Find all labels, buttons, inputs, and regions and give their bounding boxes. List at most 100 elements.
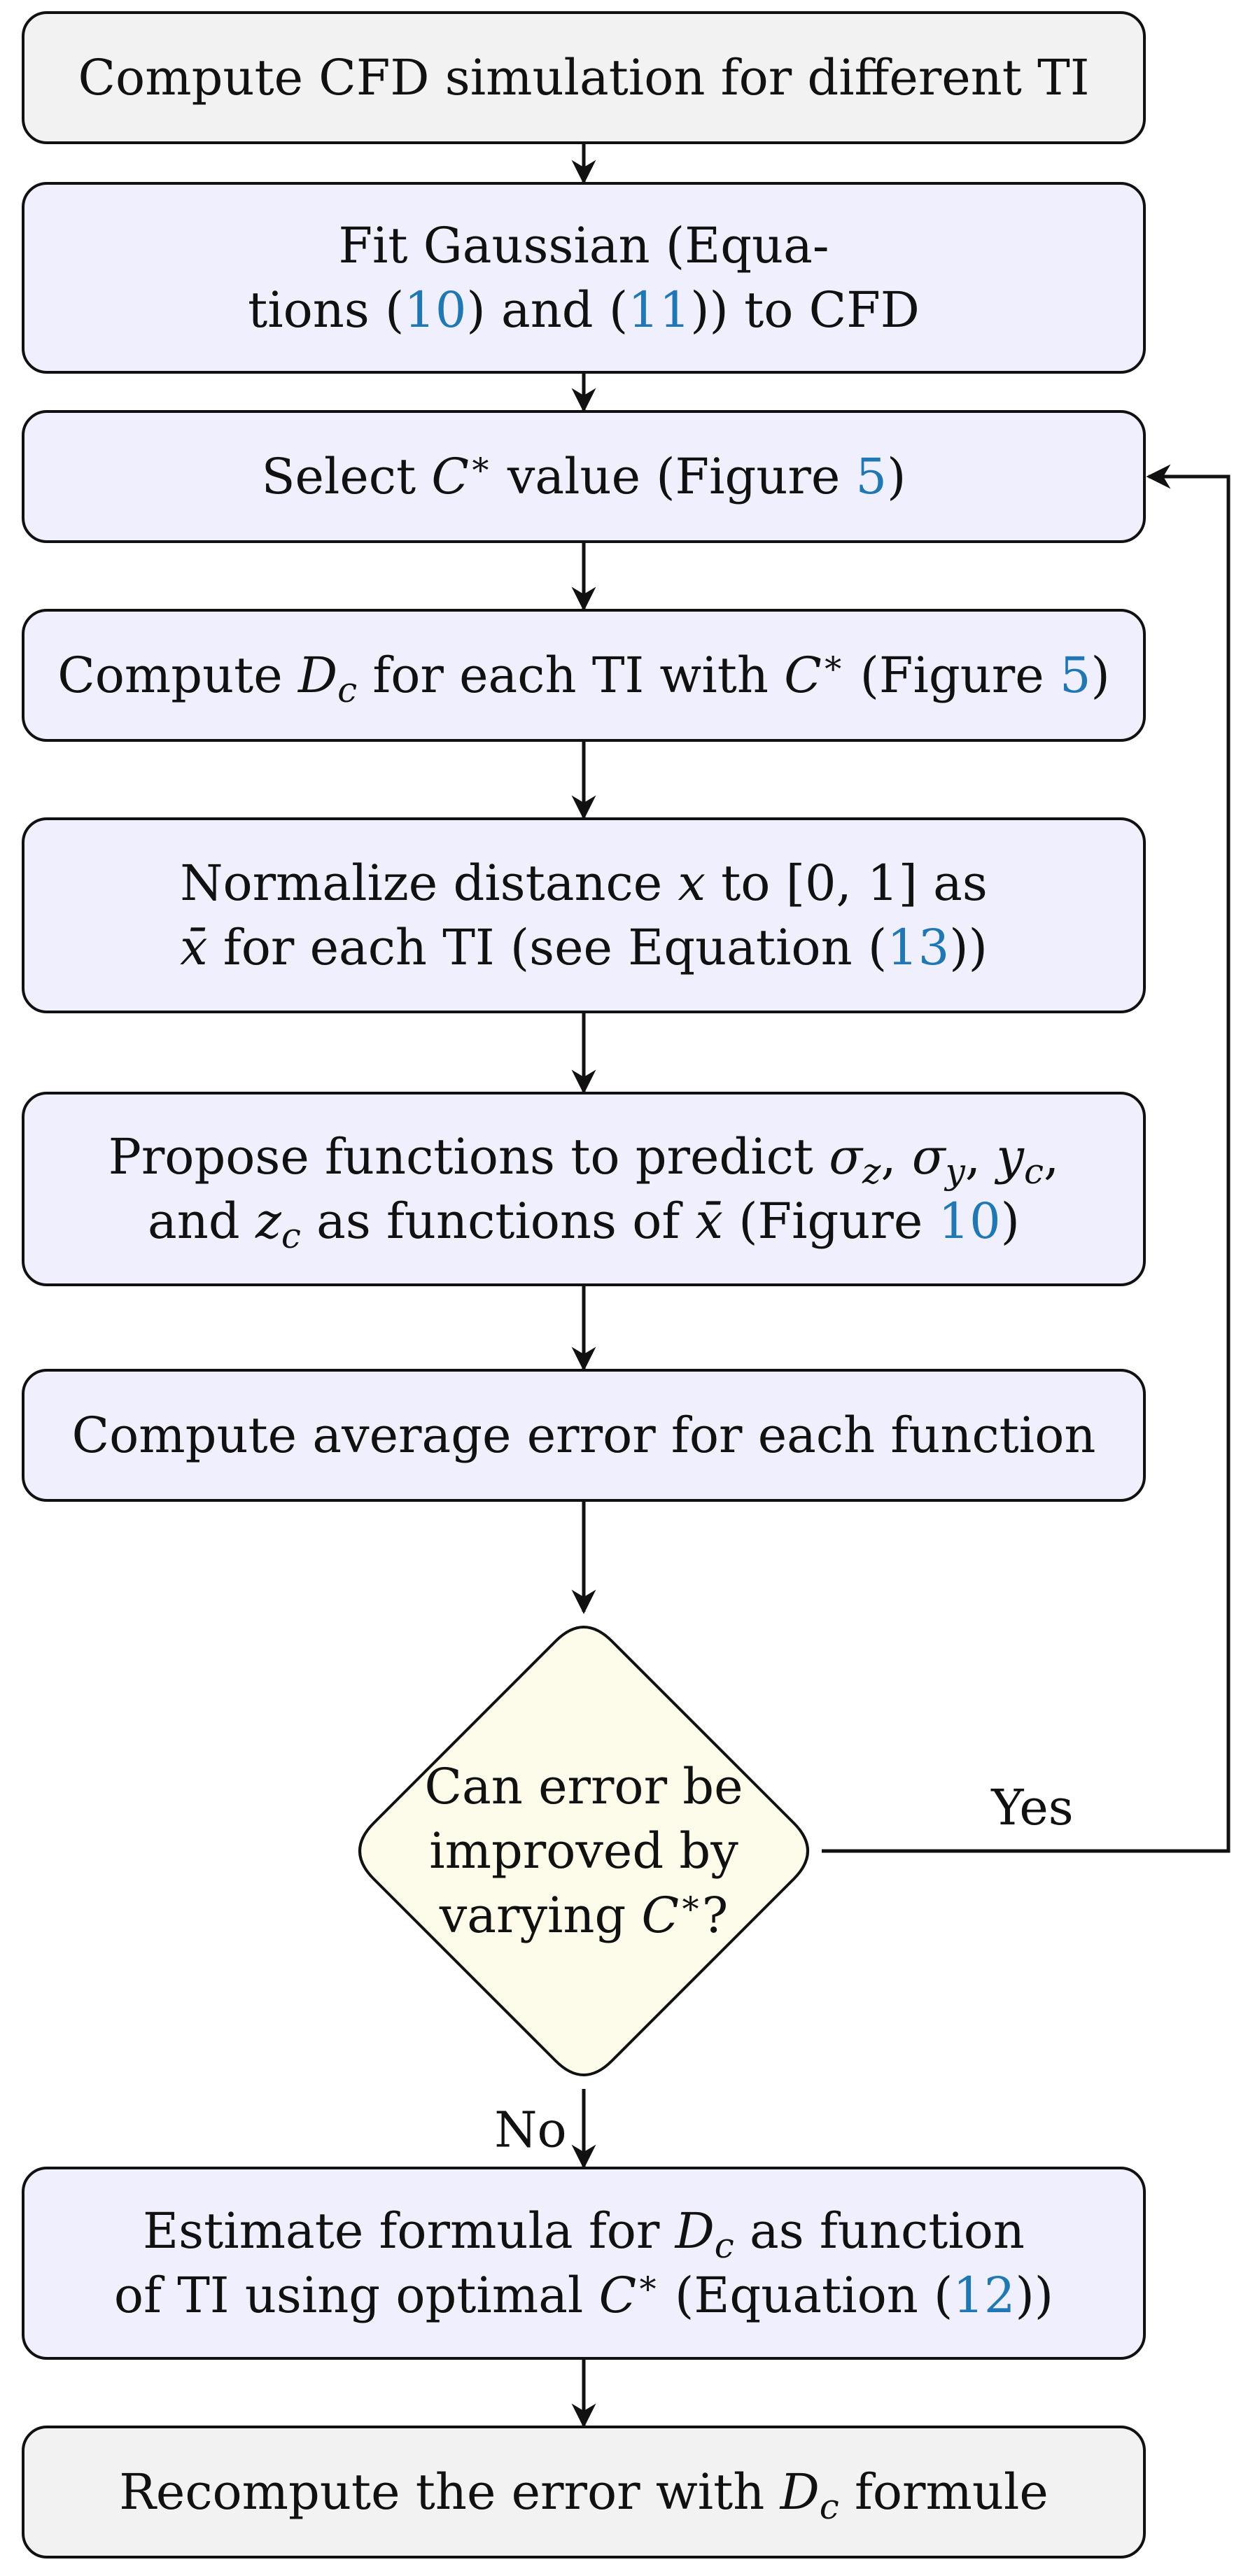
label-run: x̄ <box>696 1192 723 1250</box>
label-run: Can error be <box>424 1758 743 1815</box>
label-run: D <box>674 2202 715 2260</box>
node-label-line: Compute Dc for each TI with C∗ (Figure 5… <box>57 643 1110 710</box>
label-run: ) and ( <box>466 281 628 339</box>
node-label-line: Compute average error for each function <box>72 1407 1096 1464</box>
process-box <box>22 2167 1146 2360</box>
label-run: y <box>944 1151 966 1192</box>
label-run: c <box>820 2486 839 2527</box>
loop-arrow <box>822 464 1231 1853</box>
label-run: σ <box>912 1128 947 1185</box>
node-process-n3: Select C∗ value (Figure 5) <box>22 410 1146 543</box>
nodes: Compute CFD simulation for different TI F… <box>22 11 1146 2559</box>
node-terminal-n1: Compute CFD simulation for different TI <box>22 11 1146 144</box>
node-label-line: and zc as functions of x̄ (Figure 10) <box>148 1192 1020 1256</box>
node-label-line: Recompute the error with Dc formule <box>119 2463 1049 2527</box>
node-label-line: Estimate formula for Dc as function <box>143 2202 1025 2266</box>
label-run: c <box>281 1216 301 1256</box>
label-run: C <box>784 647 822 704</box>
label-run: C <box>599 2267 637 2324</box>
label-run: of TI using optimal <box>114 2267 599 2324</box>
label-run: varying <box>439 1887 642 1944</box>
process-box <box>22 410 1146 543</box>
label-run: for each TI (see Equation ( <box>208 919 888 976</box>
label-run: (Figure <box>844 647 1060 704</box>
label-run: c <box>1024 1151 1044 1192</box>
equation-ref[interactable]: 12 <box>953 2267 1015 2324</box>
node-process-n4: Compute Dc for each TI with C∗ (Figure 5… <box>22 609 1146 742</box>
decision-diamond <box>358 1626 809 2076</box>
node-label-line: Propose functions to predict σz, σy, yc, <box>108 1128 1060 1192</box>
label-run: ? <box>702 1887 729 1944</box>
equation-ref[interactable]: 13 <box>887 919 949 976</box>
process-box <box>22 182 1146 374</box>
label-run: value (Figure <box>492 448 856 505</box>
equation-ref[interactable]: 5 <box>1060 647 1091 704</box>
label-run: C <box>431 448 469 505</box>
label-run: ) <box>1091 647 1109 704</box>
label-run: , <box>965 1128 997 1185</box>
label-run: )) to CFD <box>690 281 920 339</box>
label-run: Estimate formula for <box>143 2202 675 2260</box>
terminal-box <box>22 11 1146 144</box>
label-run: ) <box>1001 1192 1020 1250</box>
label-run: as function <box>734 2202 1025 2260</box>
label-run: Propose functions to predict <box>108 1128 829 1185</box>
equation-ref[interactable]: 10 <box>404 281 466 339</box>
label-run: C <box>642 1887 680 1944</box>
label-run: to [0, 1] as <box>706 854 988 912</box>
label-run: c <box>715 2225 734 2266</box>
label-run: y <box>994 1128 1025 1185</box>
label-run: Select <box>262 448 432 505</box>
label-run: ) <box>887 448 906 505</box>
process-box <box>22 609 1146 742</box>
node-label-line: varying C∗? <box>439 1883 729 1944</box>
edge-label-no: No <box>494 2102 566 2159</box>
node-label-line: Fit Gaussian (Equa- <box>338 217 829 274</box>
label-run: c <box>337 670 357 710</box>
label-run: tions ( <box>248 281 404 339</box>
node-label-line: Can error be <box>424 1758 743 1815</box>
label-run: x̄ <box>180 919 207 976</box>
label-run: D <box>297 647 337 704</box>
label-run: Recompute the error with <box>119 2463 780 2521</box>
node-label-line: tions (10) and (11)) to CFD <box>248 281 920 339</box>
node-terminal-n10: Recompute the error with Dc formule <box>22 2426 1146 2559</box>
label-run: z <box>255 1192 282 1250</box>
node-process-n7: Compute average error for each function <box>22 1369 1146 1502</box>
process-box <box>22 1092 1146 1286</box>
label-run: (Equation ( <box>659 2267 953 2324</box>
label-run: D <box>779 2463 820 2521</box>
node-process-n6: Propose functions to predict σz, σy, yc,… <box>22 1092 1146 1286</box>
label-run: as functions of <box>301 1192 696 1250</box>
terminal-box <box>22 2426 1146 2559</box>
label-run: Fit Gaussian (Equa- <box>338 217 829 274</box>
label-run: x <box>678 854 705 912</box>
label-run: z <box>862 1151 881 1192</box>
label-run: , <box>1044 1128 1059 1185</box>
equation-ref[interactable]: 10 <box>939 1192 1001 1250</box>
label-run: )) <box>1015 2267 1053 2324</box>
label-run: Normalize distance <box>180 854 678 912</box>
label-run: , <box>881 1128 912 1185</box>
equation-ref[interactable]: 11 <box>628 281 690 339</box>
label-run: improved by <box>429 1822 738 1880</box>
label-run: and <box>148 1192 255 1250</box>
edge-n8-n3: Yes <box>822 464 1231 1853</box>
node-label-line: of TI using optimal C∗ (Equation (12)) <box>114 2263 1053 2324</box>
node-label-line: Select C∗ value (Figure 5) <box>262 444 906 505</box>
label-run: Compute average error for each function <box>72 1407 1096 1464</box>
node-process-n2: Fit Gaussian (Equa-tions (10) and (11)) … <box>22 182 1146 374</box>
label-run: ∗ <box>822 643 845 682</box>
equation-ref[interactable]: 5 <box>856 448 888 505</box>
label-run: formule <box>839 2463 1049 2521</box>
label-run: for each TI with <box>357 647 784 704</box>
node-label-line: x̄ for each TI (see Equation (13)) <box>180 919 988 976</box>
process-box <box>22 817 1146 1013</box>
label-run: ∗ <box>679 1883 702 1922</box>
node-label-line: Compute CFD simulation for different TI <box>78 49 1090 106</box>
label-run: Compute CFD simulation for different TI <box>78 49 1090 106</box>
process-box <box>22 1369 1146 1502</box>
